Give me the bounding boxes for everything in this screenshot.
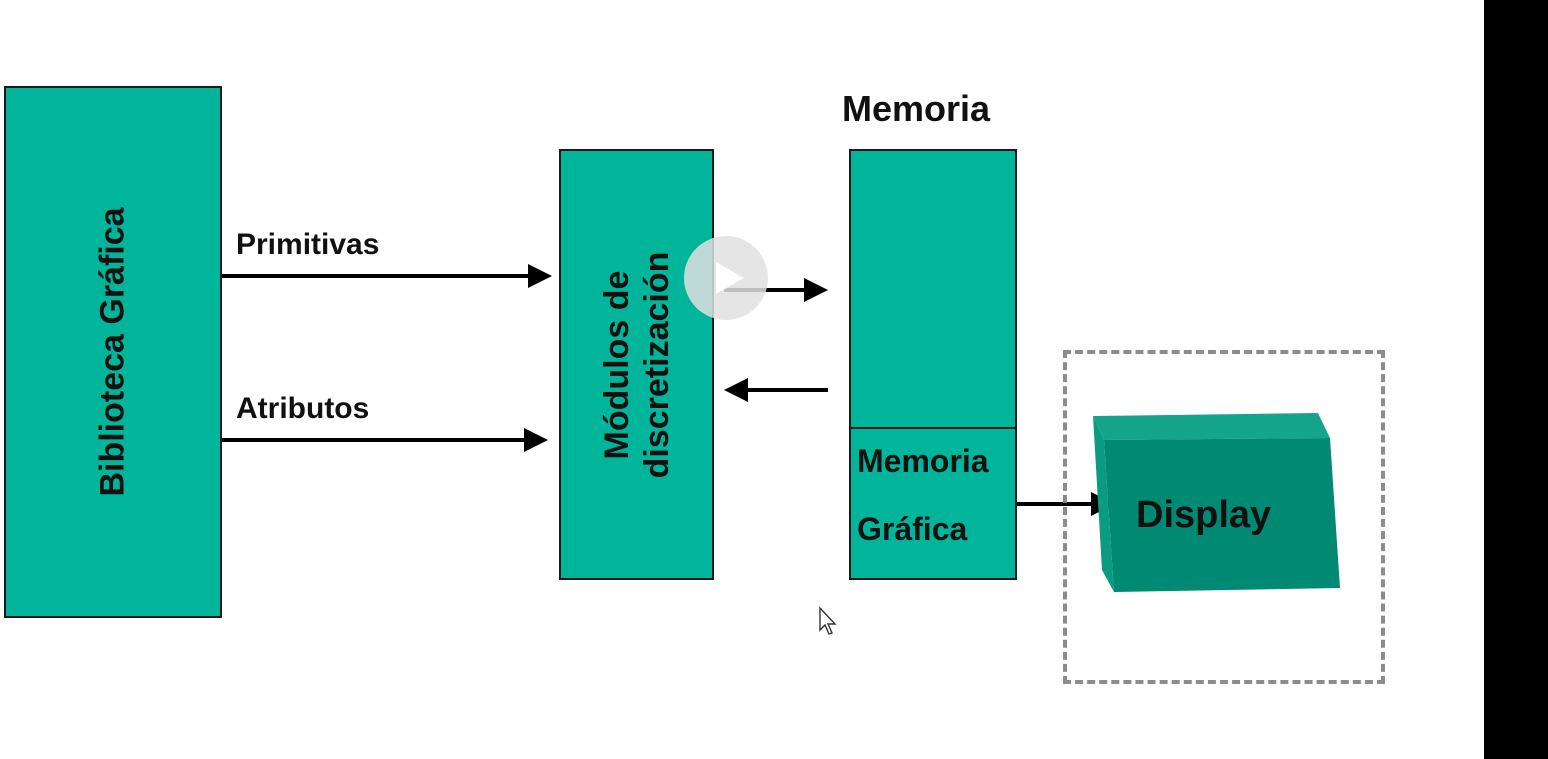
display-block-front bbox=[1104, 438, 1340, 592]
modulos-discretizacion-label: Módulos de discretización bbox=[597, 251, 677, 478]
biblioteca-grafica-label: Biblioteca Gráfica bbox=[93, 207, 132, 497]
atributos-label: Atributos bbox=[236, 392, 370, 425]
display-block-top bbox=[1093, 413, 1330, 440]
primitivas-label: Primitivas bbox=[236, 228, 380, 261]
memoria-grafica-line2: Gráfica bbox=[857, 511, 968, 547]
display-block-left bbox=[1093, 416, 1114, 592]
memoria-box: Memoria Gráfica bbox=[849, 149, 1017, 580]
mouse-cursor-icon bbox=[819, 606, 837, 635]
black-side-bar bbox=[1484, 0, 1548, 759]
display-label: Display bbox=[1136, 494, 1272, 536]
display-dashed-frame bbox=[1063, 350, 1385, 684]
memoria-grafica-line1: Memoria bbox=[857, 443, 989, 479]
modulos-line1: Módulos de bbox=[597, 270, 636, 459]
modulos-discretizacion-box: Módulos de discretización bbox=[559, 149, 714, 580]
play-icon[interactable] bbox=[684, 236, 768, 320]
modulos-line2: discretización bbox=[637, 251, 676, 478]
biblioteca-grafica-box: Biblioteca Gráfica bbox=[4, 86, 222, 618]
atributos-arrow bbox=[222, 428, 548, 452]
from-memory-arrow bbox=[724, 378, 828, 402]
memoria-divider bbox=[851, 427, 1015, 429]
memoria-title: Memoria bbox=[842, 88, 991, 129]
primitivas-arrow bbox=[222, 264, 552, 288]
display-block bbox=[1093, 413, 1340, 592]
